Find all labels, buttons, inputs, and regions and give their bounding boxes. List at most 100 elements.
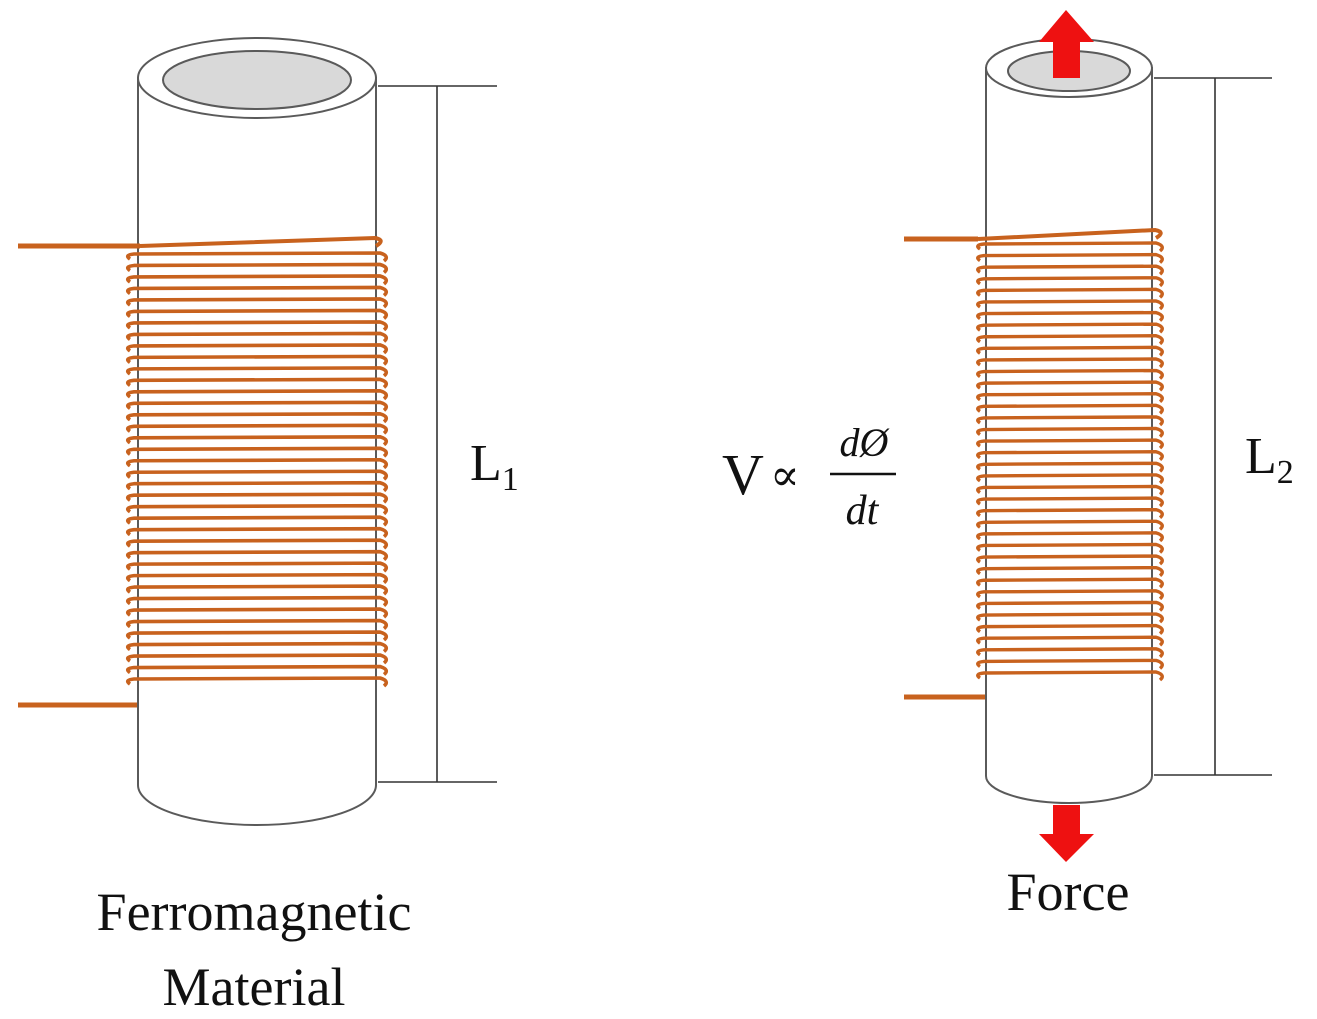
left-coil-turn bbox=[125, 572, 389, 585]
right-tube bbox=[985, 38, 1153, 804]
left-coil-turn bbox=[125, 274, 389, 286]
left-coil-turn bbox=[125, 366, 389, 378]
left-coil-turn bbox=[125, 446, 389, 458]
length-label-l2: L2 bbox=[1245, 428, 1294, 491]
left-coil-top-loop bbox=[139, 235, 383, 248]
right-coil-turn bbox=[976, 461, 1164, 473]
force-label: Force bbox=[1007, 862, 1130, 922]
right-coil-turn bbox=[976, 565, 1164, 577]
left-coil-turn bbox=[125, 343, 389, 355]
left-coil-turn bbox=[125, 492, 389, 504]
right-coil bbox=[904, 227, 1164, 700]
right-coil-turn bbox=[976, 299, 1164, 311]
right-coil-turn bbox=[976, 531, 1164, 543]
left-coil bbox=[18, 235, 389, 708]
right-coil-turn bbox=[976, 647, 1164, 659]
left-coil-turn bbox=[125, 400, 389, 412]
right-coil-turn bbox=[976, 450, 1164, 462]
left-coil-turn bbox=[125, 389, 389, 401]
right-dimension bbox=[1154, 77, 1272, 776]
right-coil-turn bbox=[976, 264, 1164, 276]
left-coil-turn bbox=[125, 584, 389, 596]
right-coil-turn bbox=[976, 415, 1164, 427]
right-coil-turn bbox=[976, 612, 1164, 624]
left-coil-turn bbox=[125, 676, 389, 688]
right-coil-top-loop bbox=[977, 227, 1163, 241]
right-coil-turn bbox=[976, 658, 1164, 670]
right-coil-turn bbox=[976, 403, 1164, 415]
right-coil-turn bbox=[976, 357, 1164, 369]
equation-lhs: V bbox=[722, 442, 764, 507]
force-arrow-up bbox=[1039, 10, 1094, 78]
right-coil-turn bbox=[976, 554, 1164, 566]
left-tube bbox=[137, 37, 377, 826]
length-label-l2-subscript: 2 bbox=[1277, 454, 1294, 491]
left-coil-turn bbox=[125, 515, 389, 527]
equation-numerator: dØ bbox=[840, 420, 891, 465]
right-coil-turn bbox=[976, 473, 1164, 485]
right-coil-turn bbox=[976, 600, 1164, 612]
left-coil-turn bbox=[125, 561, 389, 573]
left-coil-turn bbox=[125, 653, 389, 665]
equation: V ∝ dØ dt bbox=[722, 420, 896, 534]
left-coil-turn bbox=[125, 331, 389, 343]
right-coil-turn bbox=[976, 322, 1164, 334]
right-coil-turn bbox=[976, 484, 1164, 496]
left-coil-turn bbox=[125, 354, 389, 366]
right-coil-turn bbox=[976, 519, 1164, 531]
equation-denominator: dt bbox=[846, 488, 880, 534]
left-coil-turn bbox=[125, 503, 389, 516]
right-coil-turn bbox=[976, 241, 1164, 253]
right-coil-turn bbox=[976, 577, 1164, 589]
length-label-l1: L1 bbox=[470, 435, 519, 498]
left-coil-turn bbox=[125, 480, 389, 493]
left-coil-turn bbox=[125, 262, 389, 274]
right-coil-turns bbox=[976, 241, 1164, 682]
left-coil-turn bbox=[125, 412, 389, 424]
left-tube-body bbox=[137, 77, 377, 826]
left-coil-turn bbox=[125, 457, 389, 470]
left-coil-turn bbox=[125, 285, 389, 297]
caption-line-1: Ferromagnetic bbox=[97, 882, 412, 942]
left-coil-turn bbox=[125, 308, 389, 320]
left-coil-turn bbox=[125, 641, 389, 653]
right-coil-turn bbox=[976, 345, 1164, 357]
right-coil-turn bbox=[976, 438, 1164, 450]
force-arrow-down bbox=[1039, 805, 1094, 862]
right-coil-turn bbox=[976, 623, 1164, 635]
right-tube-body bbox=[985, 67, 1153, 804]
left-coil-turn bbox=[125, 297, 389, 309]
right-coil-turn bbox=[976, 426, 1164, 438]
left-coil-turn bbox=[125, 549, 389, 562]
left-coil-turn bbox=[125, 538, 389, 550]
right-coil-turn bbox=[976, 252, 1164, 264]
left-coil-turn bbox=[125, 618, 389, 630]
left-coil-turn bbox=[125, 434, 389, 447]
left-coil-turn bbox=[125, 377, 389, 389]
caption-line-2: Material bbox=[163, 957, 346, 1017]
right-coil-turn bbox=[976, 496, 1164, 508]
left-tube-bore bbox=[162, 50, 352, 110]
right-coil-turn bbox=[976, 310, 1164, 322]
left-coil-turn bbox=[125, 526, 389, 539]
left-coil-turn bbox=[125, 630, 389, 642]
left-coil-turn bbox=[125, 423, 389, 435]
left-coil-turn bbox=[125, 251, 389, 263]
right-coil-turn bbox=[976, 368, 1164, 380]
left-coil-turn bbox=[125, 469, 389, 481]
length-label-l1-subscript: 1 bbox=[502, 461, 519, 498]
left-dimension bbox=[378, 85, 497, 783]
right-coil-turn bbox=[976, 542, 1164, 554]
left-coil-turn bbox=[125, 595, 389, 607]
right-coil-turn bbox=[976, 380, 1164, 392]
right-coil-turn bbox=[976, 670, 1164, 682]
right-coil-turn bbox=[976, 635, 1164, 647]
left-coil-turn bbox=[125, 607, 389, 619]
left-coil-turn bbox=[125, 320, 389, 332]
left-coil-turn bbox=[125, 664, 389, 676]
right-coil-turn bbox=[976, 589, 1164, 601]
equation-relation: ∝ bbox=[770, 451, 800, 500]
right-coil-turn bbox=[976, 334, 1164, 346]
